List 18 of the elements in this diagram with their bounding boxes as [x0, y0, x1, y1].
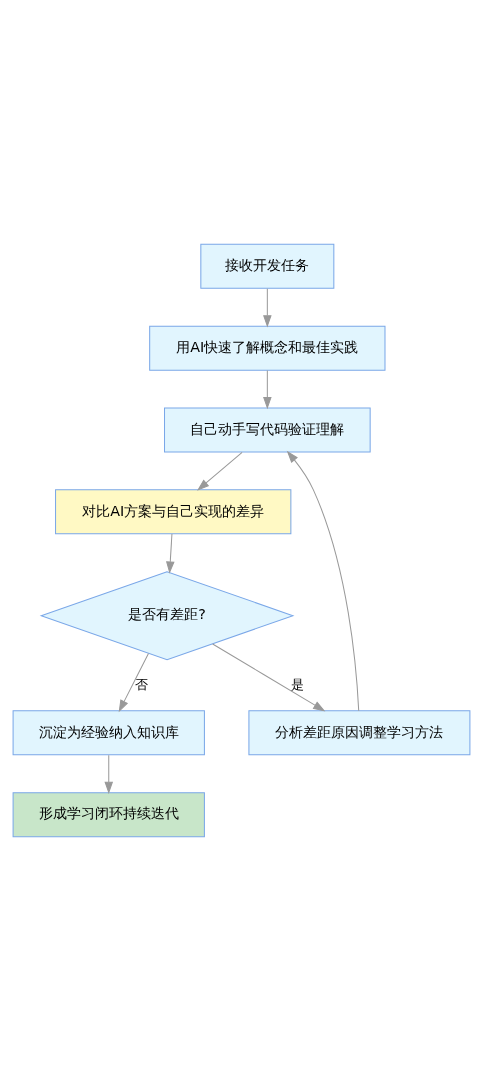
node-diamond: 是否有差距? — [39, 570, 294, 660]
arrow — [103, 754, 113, 794]
arrow — [118, 652, 149, 712]
node-box: 形成学习闭环持续迭代 — [12, 791, 205, 837]
arrow — [262, 287, 272, 327]
node-box: 自己动手写代码验证理解 — [163, 407, 371, 452]
node-box: 用AI快速了解概念和最佳实践 — [148, 325, 385, 371]
node-box: 对比AI方案与自己实现的差异 — [54, 488, 291, 534]
arrow — [211, 643, 325, 711]
arrow — [165, 532, 175, 574]
edge-label: 是 — [290, 676, 304, 692]
edge-label: 否 — [135, 676, 148, 692]
arrow — [196, 451, 243, 491]
node-box: 接收开发任务 — [199, 243, 334, 289]
arrow — [262, 369, 272, 409]
node-box: 沉淀为经验纳入知识库 — [12, 709, 205, 755]
arrow — [286, 450, 359, 711]
node-box: 分析差距原因调整学习方法 — [247, 709, 470, 755]
